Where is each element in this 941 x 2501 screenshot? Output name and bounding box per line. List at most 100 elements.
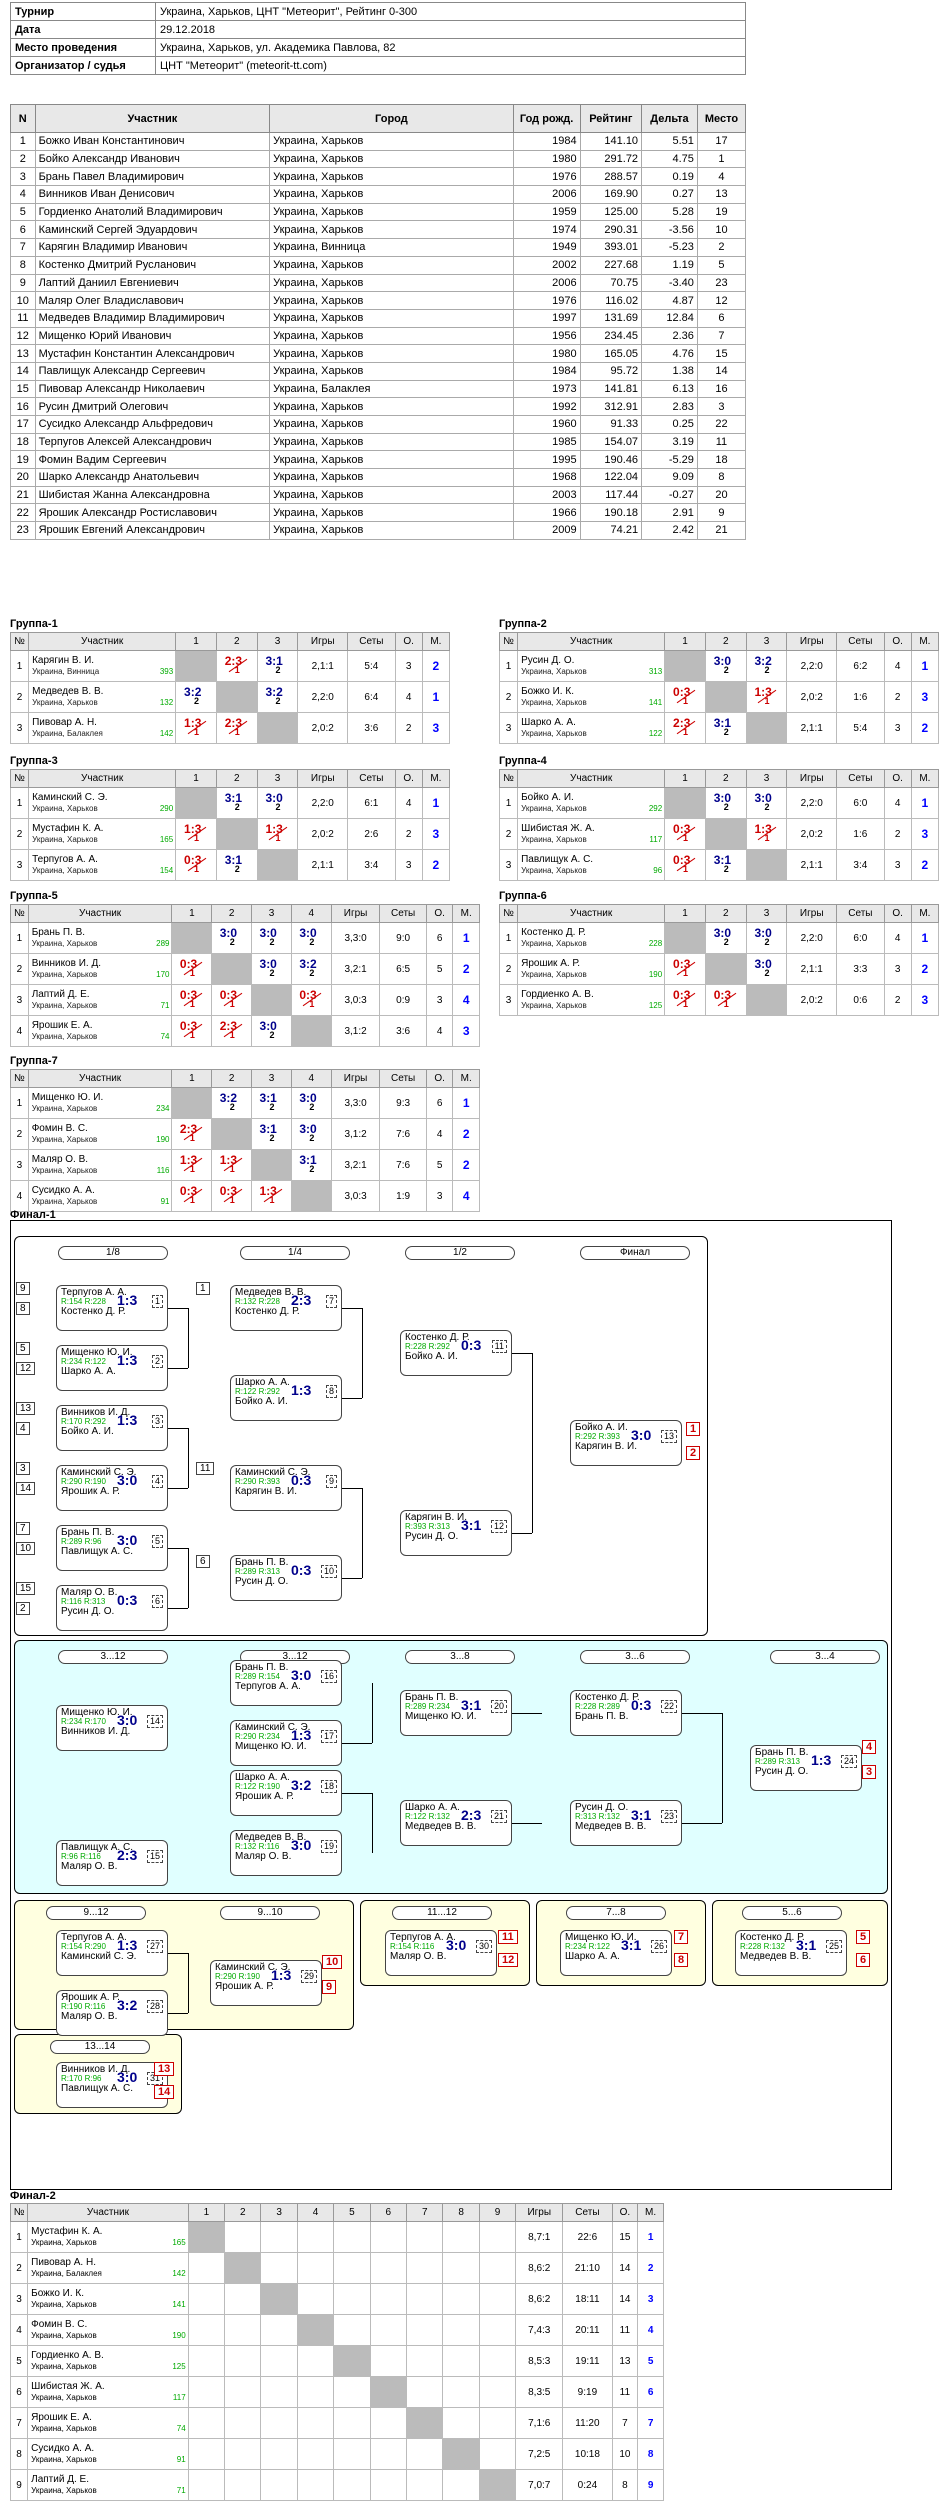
column-header: М. [910,904,940,923]
player-cell: 312.91 [579,397,643,416]
player-cell: 1973 [512,379,581,399]
player-cell: 9.09 [641,468,698,487]
bracket-line [342,1398,362,1399]
column-header: № [10,1069,29,1088]
player-cell: Украина, Харьков [269,273,514,293]
player-cell: 291.72 [579,149,643,169]
player-cell: 2009 [512,521,581,540]
player-cell: 12 [696,291,747,310]
column-header: 2 [211,904,253,923]
player-cell: Фомин Вадим Сергеевич [34,450,271,470]
column-header: № [498,769,519,788]
round-header: 9...12 [46,1906,146,1920]
player-cell: 234.45 [579,326,643,346]
player-cell: 9 [10,273,36,293]
player-cell: 1 [10,132,36,151]
bracket-line [512,1533,532,1534]
player-cell: Украина, Харьков [269,291,514,310]
column-header: 5 [333,2203,371,2222]
player-cell: Украина, Харьков [269,149,514,169]
player-cell: 190.18 [579,503,643,523]
player-cell: Украина, Винница [269,238,514,257]
bracket-line [168,1368,188,1369]
player-cell: 7 [10,238,36,257]
player-cell: 22 [10,503,36,523]
place-badge: 5 [856,1930,871,1944]
column-header: Игры [786,904,838,923]
player-cell: 18 [10,432,36,452]
player-cell: 1976 [512,167,581,187]
bracket-line [168,1308,188,1309]
player-cell: Украина, Харьков [269,185,514,204]
place-badge: 11 [498,1930,518,1944]
place-badge: 3 [862,1765,877,1779]
column-header: Игры [515,2203,564,2222]
player-cell: Пивовар Александр Николаевич [34,379,271,399]
player-cell: 141.81 [579,379,643,399]
player-cell: 2 [10,149,36,169]
player-cell: 393.01 [579,238,643,257]
player-cell: Украина, Харьков [269,255,514,275]
info-key: Место проведения [10,38,156,57]
group-title: Группа-2 [499,618,547,630]
player-cell: Украина, Харьков [269,415,514,434]
column-header: № [9,632,30,651]
bracket-line [188,1548,189,1608]
player-cell: 8 [696,468,747,487]
player-cell: 17 [696,132,747,151]
player-cell: Украина, Харьков [269,468,514,487]
round-header: 11...12 [392,1906,492,1920]
final1-title: Финал-1 [10,1209,56,1221]
column-header: О. [883,769,912,788]
column-header: Участник [27,904,173,923]
seed-number: 12 [16,1362,36,1375]
player-cell: 18 [696,450,747,470]
player-cell: 125.00 [579,202,643,222]
bracket-line [168,1428,188,1429]
column-header: 3 [251,904,292,923]
column-header: Сеты [379,904,427,923]
player-cell: Каминский Сергей Эдуардович [34,220,271,240]
player-cell: 4.87 [641,291,698,310]
column-header: Игры [786,769,838,788]
player-cell: 8 [10,255,36,275]
seed-number: 2 [16,1602,30,1615]
player-cell: 1984 [512,361,581,381]
bracket-line [168,1953,188,1954]
seed-number: 5 [16,1342,30,1355]
player-cell: 169.90 [579,185,643,204]
player-cell: 1959 [512,202,581,222]
player-cell: 14 [10,361,36,381]
